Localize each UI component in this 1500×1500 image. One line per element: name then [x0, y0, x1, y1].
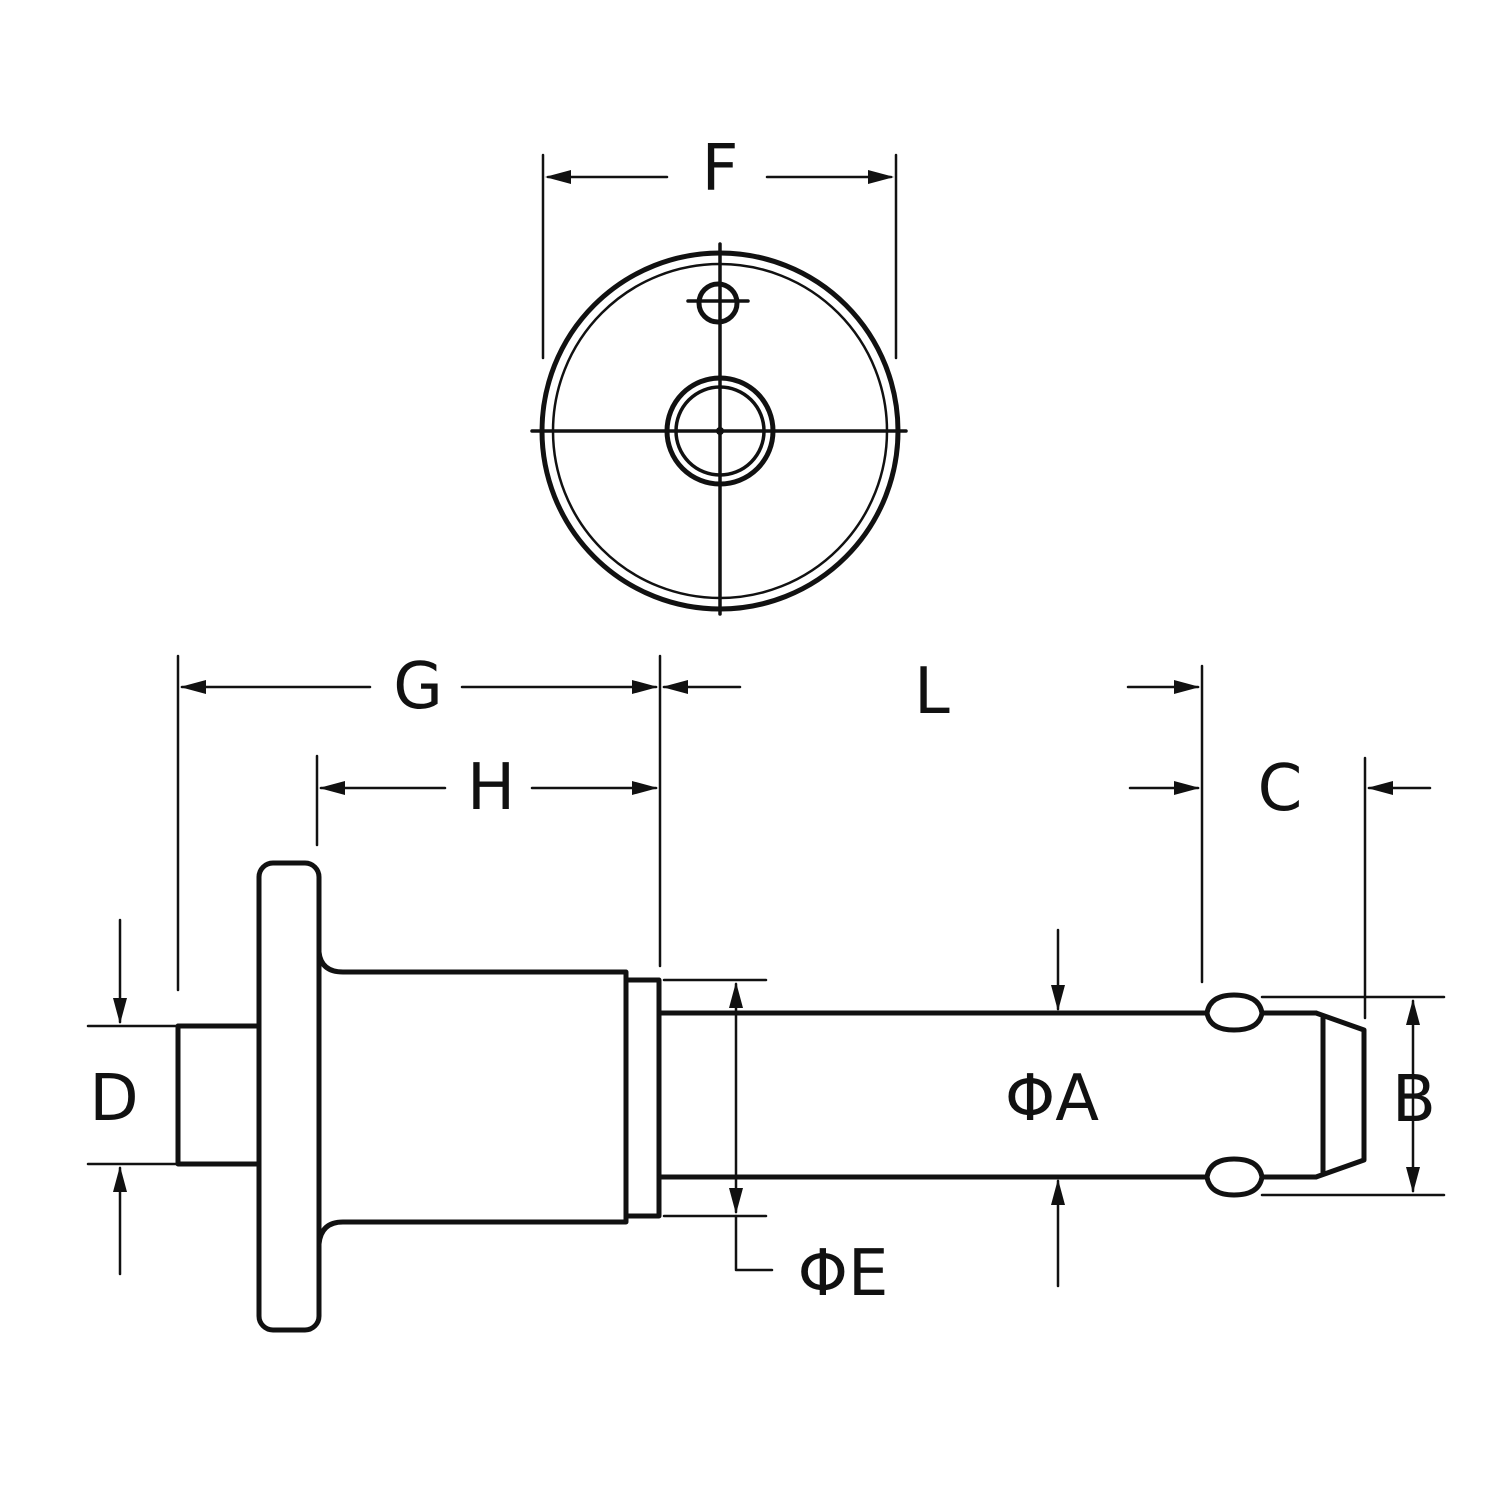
arrowhead [729, 982, 743, 1008]
arrowhead [545, 170, 571, 184]
label-c: C [1258, 752, 1303, 826]
dimension-d: D [86, 918, 180, 1276]
shaft-tip [1313, 1010, 1367, 1180]
arrowhead [662, 680, 688, 694]
small-hole-circle [696, 281, 740, 325]
arrowhead [1406, 1167, 1420, 1193]
label-f: F [702, 132, 739, 206]
arrowhead [632, 781, 658, 795]
leader-line [734, 1214, 774, 1272]
label-h: H [467, 751, 515, 825]
side-view [175, 860, 1367, 1333]
arrowhead [180, 680, 206, 694]
dimension-a: ΦA [1005, 928, 1099, 1288]
arrowhead [1174, 680, 1200, 694]
button-end [175, 1023, 262, 1167]
locking-ball-top [1204, 992, 1265, 1033]
arrowhead [632, 680, 658, 694]
arrowhead [1174, 781, 1200, 795]
arrowhead [729, 1188, 743, 1214]
label-b: B [1392, 1063, 1436, 1137]
arrowhead [1406, 999, 1420, 1025]
arrowhead [113, 998, 127, 1024]
dimension-e: ΦE [662, 978, 889, 1311]
arrowhead [1051, 1179, 1065, 1205]
collar [623, 977, 662, 1219]
arrowhead [113, 1166, 127, 1192]
flange [256, 860, 322, 1333]
arrowhead [1367, 781, 1393, 795]
dimension-b: B [1260, 995, 1446, 1197]
dimension-h: H [315, 751, 658, 847]
end-view [530, 242, 908, 616]
arrowhead [319, 781, 345, 795]
label-d: D [89, 1062, 138, 1136]
label-e: ΦE [798, 1237, 889, 1311]
label-a: ΦA [1005, 1062, 1099, 1136]
dimension-f: F [541, 132, 898, 360]
dimension-g: G [176, 650, 662, 992]
arrowhead [868, 170, 894, 184]
label-g: G [393, 650, 443, 724]
dimension-l: L [662, 655, 1204, 984]
center-point [716, 427, 724, 435]
locking-ball-bottom [1204, 1156, 1265, 1198]
dimension-c: C [1128, 752, 1432, 1020]
handle-body [316, 949, 629, 1247]
label-l: L [914, 655, 950, 729]
arrowhead [1051, 985, 1065, 1011]
